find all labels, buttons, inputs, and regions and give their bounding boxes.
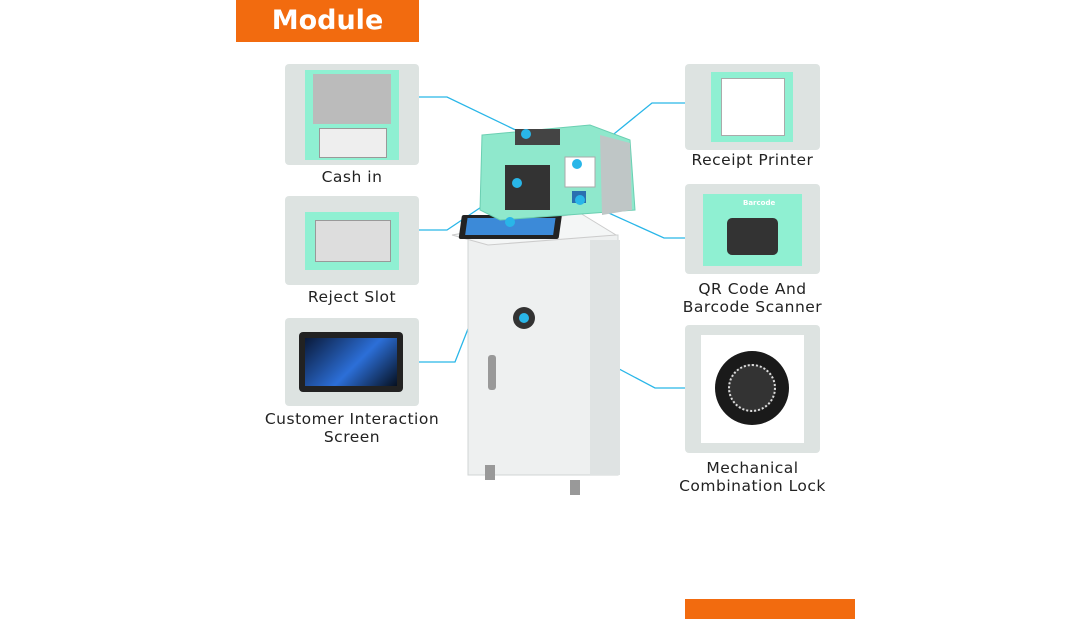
scanner-image: Barcode <box>703 194 802 266</box>
kiosk-illustration <box>451 124 636 495</box>
scanner-label: QR Code And Barcode Scanner <box>665 280 840 316</box>
screen-label-line2: Screen <box>323 428 381 446</box>
lock-label-line1: Mechanical <box>706 459 799 477</box>
receipt-printer-image <box>711 72 793 142</box>
module-title-banner: Module <box>236 0 419 42</box>
scanner-label-line1: QR Code And <box>698 280 807 298</box>
cash-in-image <box>305 70 399 160</box>
connector-cash-in <box>419 96 527 136</box>
lock-card <box>685 325 820 453</box>
scanner-card: Barcode <box>685 184 820 274</box>
scanner-logo-text: Barcode <box>743 199 776 207</box>
screen-card <box>285 318 419 406</box>
receipt-printer-label: Receipt Printer <box>691 151 814 169</box>
scanner-label-line2: Barcode Scanner <box>682 298 823 316</box>
screen-label: Customer Interaction Screen <box>255 410 449 446</box>
cash-in-label: Cash in <box>321 168 383 186</box>
reject-slot-card <box>285 196 419 285</box>
lock-label: Mechanical Combination Lock <box>665 459 840 495</box>
cash-in-card <box>285 64 419 165</box>
screen-image <box>299 332 403 392</box>
footer-accent-bar <box>685 599 855 619</box>
lock-label-line2: Combination Lock <box>679 477 826 495</box>
screen-label-line1: Customer Interaction <box>264 410 440 428</box>
lock-image <box>701 335 804 443</box>
reject-slot-image <box>305 212 399 270</box>
reject-slot-label: Reject Slot <box>307 288 397 306</box>
receipt-printer-card <box>685 64 820 150</box>
